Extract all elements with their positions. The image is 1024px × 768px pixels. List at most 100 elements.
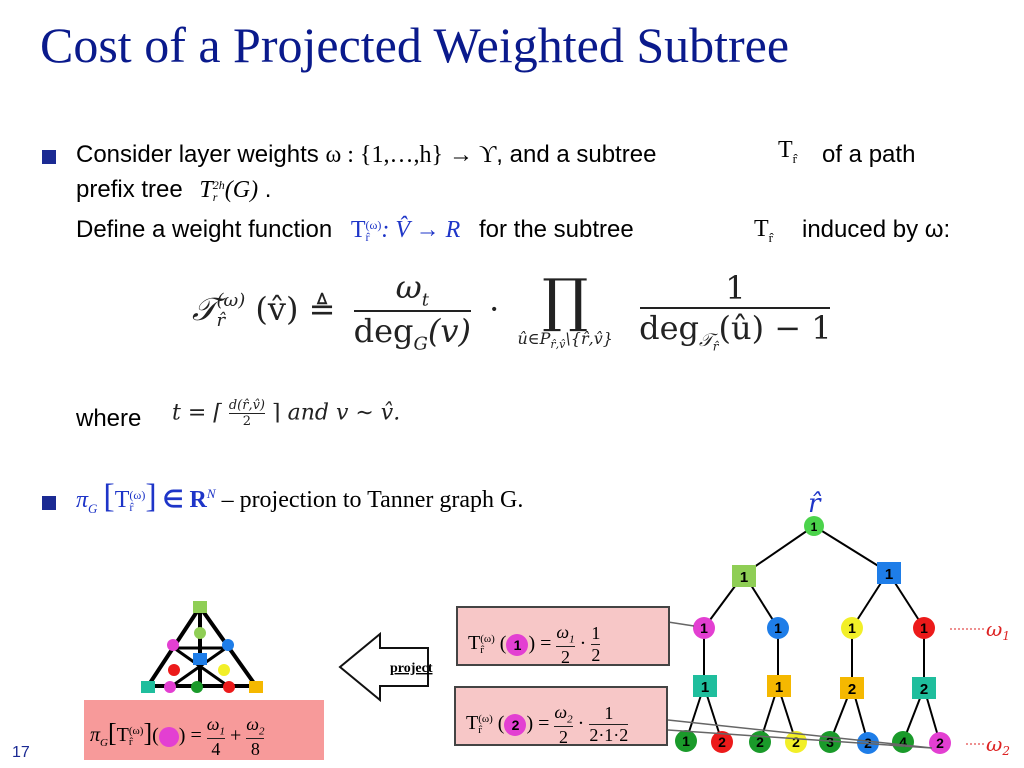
l1-square-a xyxy=(732,565,756,587)
prefix-arg: (G) xyxy=(224,177,259,203)
num2: 1 xyxy=(725,268,746,307)
box3-w1-sub: 1 xyxy=(219,725,225,738)
den2-sub-a: 𝒯 xyxy=(699,330,713,352)
box1-den-a: 2 xyxy=(561,646,571,667)
prod-sub: û∈Pr̂,v̂\{r̂,v̂} xyxy=(517,329,612,351)
den2-arg: (û) − 1 xyxy=(718,308,832,347)
l2-node-a xyxy=(693,617,715,639)
box1-w1-sub: 1 xyxy=(569,633,575,646)
den1-sub: G xyxy=(413,333,428,355)
prefix-T: T xyxy=(199,177,213,203)
tanner-var-red-b xyxy=(223,681,235,693)
project-label: project xyxy=(390,661,433,676)
box1-num-b: 1 xyxy=(591,623,601,644)
num1: ω xyxy=(395,268,422,306)
l2-node-d xyxy=(913,617,935,639)
num1-sub: t xyxy=(421,289,429,311)
box3-den-b: 8 xyxy=(250,738,260,759)
l2-node-c xyxy=(841,617,863,639)
where-expr: t = ⌈ d(r̂,v̂) 2 ⌉ and v ∼ v̂. xyxy=(172,398,400,429)
l4-node-4 xyxy=(785,731,807,753)
box3-bar-b xyxy=(246,737,265,739)
subtree-sub-2: r̂ xyxy=(768,229,774,245)
and-text: and v ∼ v̂. xyxy=(287,400,401,426)
tree-edges xyxy=(685,525,941,744)
box3-bracket-close: ] xyxy=(143,718,153,748)
subtree-T-2: T xyxy=(754,216,769,242)
pi: π xyxy=(76,487,89,513)
bullet-marker-2 xyxy=(42,496,56,510)
weight-fn: T(ω)r̂: V̂ → R xyxy=(351,217,460,243)
subtree-symbol: Tr̂ xyxy=(778,137,797,167)
tanner-var-magenta-b xyxy=(164,681,176,693)
l4-label-2: 2 xyxy=(718,734,726,750)
box2-den-b: 2·1·2 xyxy=(589,725,629,746)
box1-node-icon: 1 xyxy=(506,633,529,656)
box2-T-char: T xyxy=(466,712,479,735)
box3-eq: ) = xyxy=(178,724,202,747)
bullet2-desc: – projection to Tanner graph G. xyxy=(221,487,524,513)
prod-symbol: ∏ xyxy=(542,266,589,335)
box1-bar-a xyxy=(556,645,575,647)
t-eq: t = ⌈ xyxy=(172,400,222,426)
den2-sub-b: r̂ xyxy=(712,339,719,354)
b2-T-sup: (ω) xyxy=(129,488,146,503)
l2-node-b xyxy=(767,617,789,639)
box3-pi-char: π xyxy=(90,724,101,747)
frac1-den: degG(v) xyxy=(354,312,471,354)
frac-1: ωt degG(v) xyxy=(353,268,471,355)
tanner-var-yellow xyxy=(218,664,230,676)
l2-label-c: 1 xyxy=(848,620,856,636)
box3-node-icon xyxy=(158,726,179,747)
l4-label-8: 2 xyxy=(936,735,944,751)
frac2-den: deg𝒯r̂(û) − 1 xyxy=(639,309,832,354)
l4-label-3: 2 xyxy=(756,734,764,750)
box1-den-b: 2 xyxy=(591,645,601,666)
l3-square-d xyxy=(912,677,936,699)
box2-bar-b xyxy=(589,724,629,726)
tree-root-node xyxy=(804,516,824,536)
callout1-pointer xyxy=(667,621,695,627)
frac2-bar xyxy=(640,306,831,309)
prefix-sup: 2h xyxy=(212,178,225,193)
tanner-check-right xyxy=(249,681,263,693)
box3-num-a: ω1 xyxy=(207,714,225,738)
in-R-text: ∈ R xyxy=(162,487,207,513)
t-den: 2 xyxy=(242,414,252,429)
b2-T-sub: r̂ xyxy=(129,500,134,515)
subtree-symbol-2: Tr̂ xyxy=(754,216,773,246)
bullet1-text-h: induced by ω: xyxy=(802,216,951,243)
prod-sub-c: \{r̂,v̂} xyxy=(565,329,613,349)
l3-square-b xyxy=(767,675,791,697)
bracket-open: [ xyxy=(103,478,115,515)
den1: deg xyxy=(353,312,414,351)
box1-sup: (ω) xyxy=(480,632,495,645)
bracket-close: ] xyxy=(145,478,157,515)
box3-plus: + xyxy=(229,724,242,747)
where-label: where xyxy=(76,405,142,432)
box1-eq: ) = xyxy=(528,632,552,655)
l2-label-d: 1 xyxy=(920,620,928,636)
b2-T: T xyxy=(114,487,130,513)
tanner-var-red xyxy=(168,664,180,676)
in-R: ∈ RN xyxy=(162,486,216,513)
box3-pi-sub: G xyxy=(100,737,108,750)
lhs-T: 𝒯 xyxy=(192,289,217,328)
l3-label-b: 1 xyxy=(775,679,783,696)
bullet1-text-e: . xyxy=(264,176,272,203)
prod-sub-b: r̂,v̂ xyxy=(550,338,566,352)
l4-node-2 xyxy=(711,731,733,753)
box2-node-icon: 2 xyxy=(504,713,527,736)
l4-node-7 xyxy=(892,731,914,753)
box2-T: T(ω)r̂ xyxy=(466,712,493,735)
lhs-arg: (v̂) ≜ xyxy=(255,289,336,328)
